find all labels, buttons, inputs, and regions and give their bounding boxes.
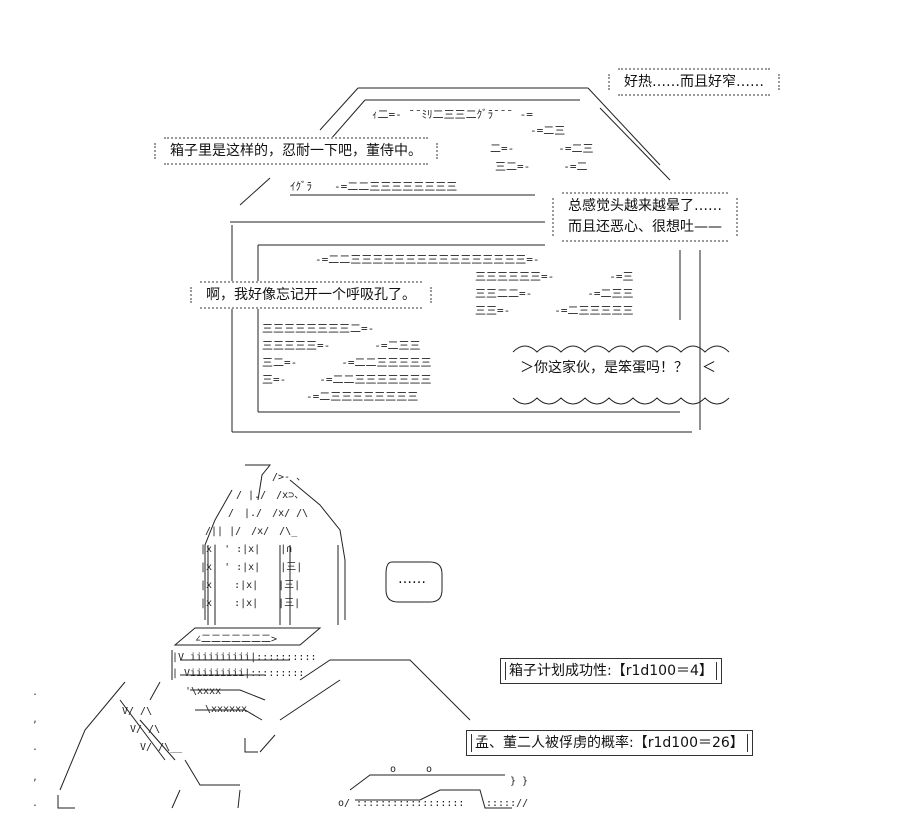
svg-text:三三三三三=- -=二三三: 三三三三三=- -=二三三 (262, 339, 421, 352)
svg-text:\xxxxxx: \xxxxxx (205, 704, 247, 715)
svg-text:/ |./ /x/ /\: / |./ /x/ /\ (228, 508, 308, 519)
lid-dashes: ｨ二=- ¯¯ﾐﾘ二三三二ｸﾞﾗ¯¯¯ -= -=二三 二=- -=二三 三二=… (290, 108, 594, 193)
svg-text:|V iiiiiiiiii|::::::::::: |V iiiiiiiiii|:::::::::: (172, 652, 317, 663)
svg-text:|x| ' :|x| |三|: |x| ' :|x| |三| (200, 562, 302, 573)
svg-text:-=二三三三三三三三三: -=二三三三三三三三三 (262, 390, 418, 403)
bubble-idiot-text: ＞你这家伙，是笨蛋吗！？ ＜ (520, 360, 716, 376)
box-inner-dashes: -=二二三三三三三三三三三三三三三三三三=- 三三三三三三=- -=三 三三二二… (262, 253, 634, 403)
bubble-forgot-text: 啊，我好像忘记开一个呼吸孔了。 (206, 287, 416, 303)
box-lid (230, 88, 670, 222)
shout-bubble-frame (512, 345, 730, 405)
figure-marks: />- 、 / |./ /x⊃、 / |./ /x/ /\ /|| |/ /x/… (122, 472, 528, 809)
box-body (232, 225, 700, 432)
svg-text:| Viiiiiiiii|:::::::::: | Viiiiiiiii|::::::::: (172, 668, 304, 679)
bubble-hot-text: 好热……而且好窄…… (624, 74, 764, 90)
svg-text:-=二三: -=二三 (530, 124, 565, 137)
svg-text:.: . (32, 742, 38, 753)
bubble-silence-text: …… (398, 571, 426, 587)
roll-success: 箱子计划成功性:【r1d100＝4】 (500, 658, 722, 684)
bubble-box: 箱子里是这样的，忍耐一下吧，董侍中。 (154, 137, 438, 165)
svg-text:V/ /\: V/ /\ (122, 706, 152, 717)
silence-bubble-frame (385, 561, 443, 603)
svg-text:三三二二=- -=二三三: 三三二二=- -=二三三 (475, 287, 634, 300)
svg-text:/>- 、: />- 、 (272, 472, 306, 483)
bubble-box-text: 箱子里是这样的，忍耐一下吧，董侍中。 (170, 143, 422, 159)
svg-text:|x| ' :|x| |∩: |x| ' :|x| |∩ (200, 544, 292, 555)
svg-text:-=二二三三三三三三三三三三三三三三三三=-: -=二二三三三三三三三三三三三三三三三三=- (315, 253, 540, 266)
svg-text:三三=- -=二三三三三三: 三三=- -=二三三三三三 (475, 304, 634, 317)
svg-text:.: . (32, 798, 38, 809)
bubble-forgot: 啊，我好像忘记开一个呼吸孔了。 (190, 281, 432, 309)
svg-text:三二=- -=二二三三三三三: 三二=- -=二二三三三三三 (262, 356, 432, 369)
svg-text:|x| :|x| |三|: |x| :|x| |三| (200, 598, 300, 609)
svg-text:|x| :|x| |三|: |x| :|x| |三| (200, 580, 300, 591)
bubble-dizzy-line1: 总感觉头越来越晕了…… (568, 198, 722, 214)
svg-text:o o: o o (390, 764, 432, 775)
roll-capture: 孟、董二人被俘虏的概率:【r1d100＝26】 (466, 730, 753, 756)
bubble-dizzy: 总感觉头越来越晕了…… 而且还恶心、很想吐—— (552, 192, 738, 242)
svg-text:,: , (32, 772, 38, 783)
bubble-hot: 好热……而且好窄…… (608, 68, 780, 96)
svg-text:三=- -=二二三三三三三三三: 三=- -=二二三三三三三三三 (262, 373, 432, 386)
svg-text:二=- -=二三: 二=- -=二三 (490, 142, 594, 155)
svg-text:V/ /\: V/ /\ (130, 724, 160, 735)
svg-text:::::://: :::::// (486, 798, 528, 809)
svg-text:三二=- -=二: 三二=- -=二 (495, 160, 588, 173)
bubble-dizzy-line2: 而且还恶心、很想吐—— (568, 219, 722, 235)
svg-text:o/ ::::::::::::::::::: o/ :::::::::::::::::: (338, 798, 464, 809)
svg-text:ｲｸﾞﾗ -=二二三三三三三三三三: ｲｸﾞﾗ -=二二三三三三三三三三 (290, 180, 457, 193)
character-figure (58, 465, 512, 808)
svg-text:ｨ二=- ¯¯ﾐﾘ二三三二ｸﾞﾗ¯¯¯ -=: ｨ二=- ¯¯ﾐﾘ二三三二ｸﾞﾗ¯¯¯ -= (372, 108, 533, 121)
svg-text:三三三三三三=- -=三: 三三三三三三=- -=三 (475, 270, 634, 283)
left-edge-dots: .,.,. (32, 687, 38, 809)
svg-text:/ |./ /x⊃、: / |./ /x⊃、 (236, 490, 304, 501)
svg-text:'\xxxx: '\xxxx (185, 686, 221, 697)
svg-text:.: . (32, 687, 38, 698)
svg-text:/|| |/ /x/ /\_: /|| |/ /x/ /\_ (205, 526, 298, 537)
svg-text:V/ /\__: V/ /\__ (140, 742, 183, 753)
svg-text:∠二二二二二二二>: ∠二二二二二二二> (195, 634, 277, 645)
svg-text:,: , (32, 714, 38, 725)
svg-text:三三三三三三三三二=-: 三三三三三三三三二=- (262, 322, 374, 335)
svg-text:} }: } } (510, 776, 528, 787)
roll-capture-text: 孟、董二人被俘虏的概率:【r1d100＝26】 (475, 735, 744, 751)
roll-success-text: 箱子计划成功性:【r1d100＝4】 (509, 663, 713, 679)
